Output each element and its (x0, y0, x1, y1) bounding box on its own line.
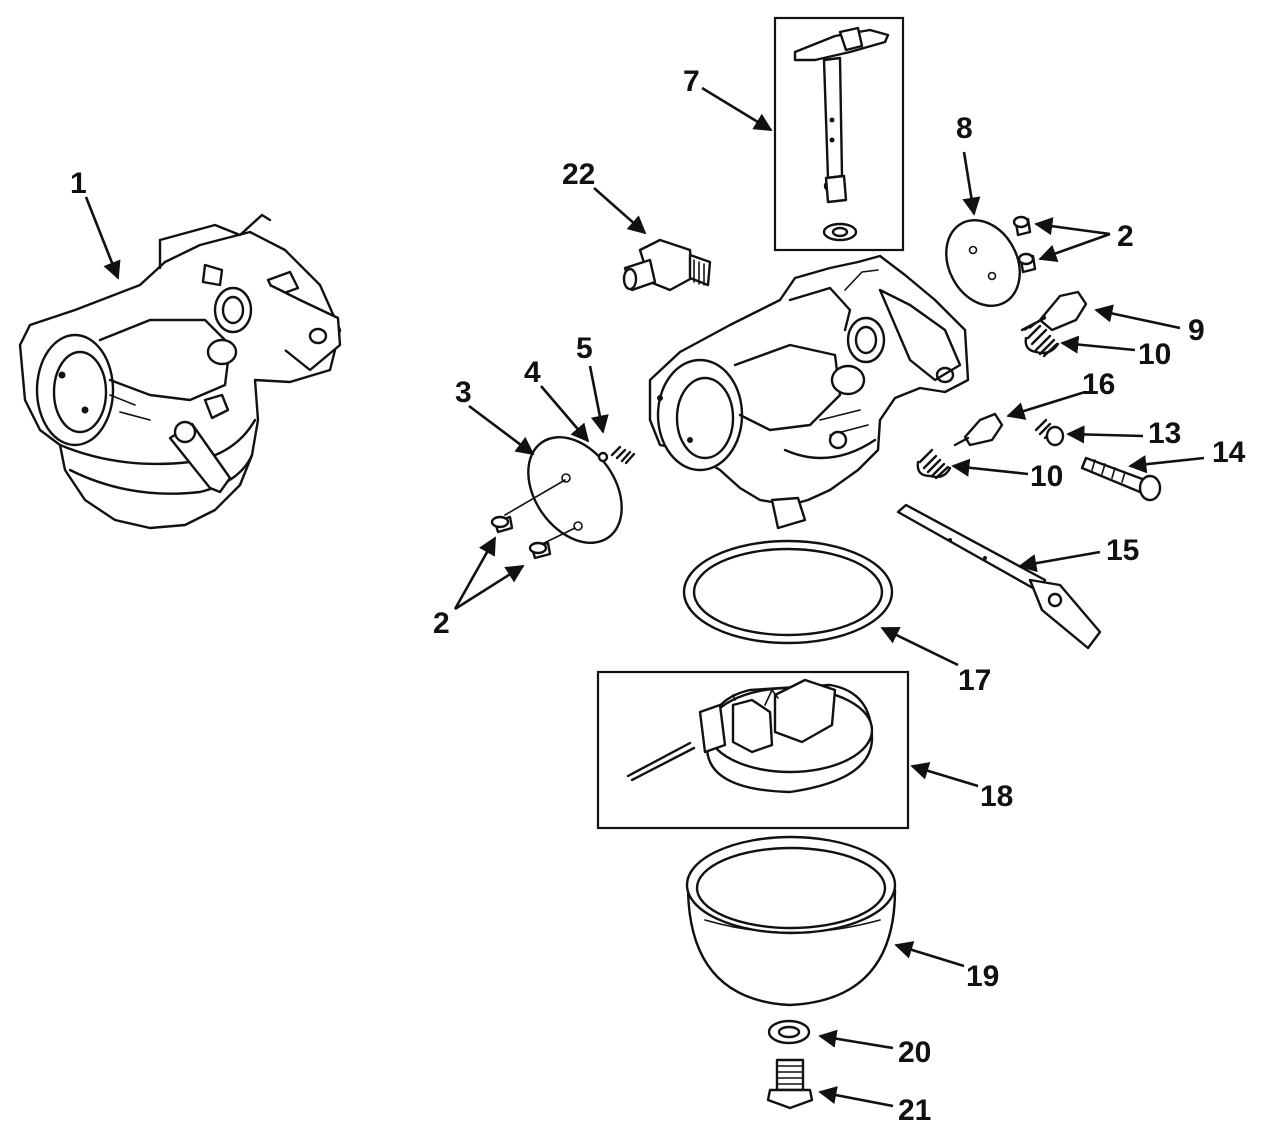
idle-speed-screw (1080, 456, 1162, 502)
fuel-inlet-fitting (622, 238, 712, 292)
callout-3: 3 (455, 376, 472, 409)
idle-mixture-screw (1020, 290, 1088, 332)
float-assembly (596, 670, 910, 830)
callout-16: 16 (1082, 368, 1115, 401)
main-fuel-screw (953, 412, 1004, 447)
callout-9: 9 (1188, 314, 1205, 347)
spring-13 (1034, 418, 1065, 447)
choke-shaft (896, 503, 1102, 650)
washer (767, 1019, 811, 1045)
diaphragm-plate-right (945, 218, 1021, 308)
callout-20: 20 (898, 1036, 931, 1069)
callout-17: 17 (958, 664, 991, 697)
callout-18: 18 (980, 780, 1013, 813)
callout-22: 22 (562, 158, 595, 191)
callout-labels: 1 7 22 8 2 9 10 16 13 14 10 15 17 18 19 … (70, 65, 1246, 1127)
spring-lower (916, 448, 952, 480)
throttle-shaft-assembly (773, 16, 905, 252)
callout-19: 19 (966, 960, 999, 993)
check-ball (597, 451, 609, 463)
callout-14: 14 (1212, 436, 1246, 469)
assembled-carburetor (18, 213, 342, 530)
diaphragm-plate-left (504, 436, 623, 546)
callout-2-left: 2 (433, 607, 450, 640)
callout-10-lower: 10 (1030, 460, 1063, 493)
bowl-gasket (682, 539, 894, 645)
callout-7: 7 (683, 65, 700, 98)
callout-4: 4 (524, 356, 541, 389)
callout-2-right: 2 (1117, 220, 1134, 253)
callout-1: 1 (70, 167, 87, 200)
fuel-bowl (685, 835, 897, 1007)
spring-upper (1024, 324, 1060, 358)
screws-upper-right (1012, 215, 1037, 274)
small-spring (610, 445, 636, 465)
callout-8: 8 (956, 112, 973, 145)
drain-plug (766, 1058, 814, 1110)
callout-10-upper: 10 (1138, 338, 1171, 371)
leader-arrows (84, 86, 1205, 1108)
carburetor-body (648, 254, 970, 530)
callout-5: 5 (576, 332, 593, 365)
screws-left (490, 515, 552, 560)
callout-13: 13 (1148, 417, 1181, 450)
callout-21: 21 (898, 1094, 931, 1127)
callout-15: 15 (1106, 534, 1139, 567)
